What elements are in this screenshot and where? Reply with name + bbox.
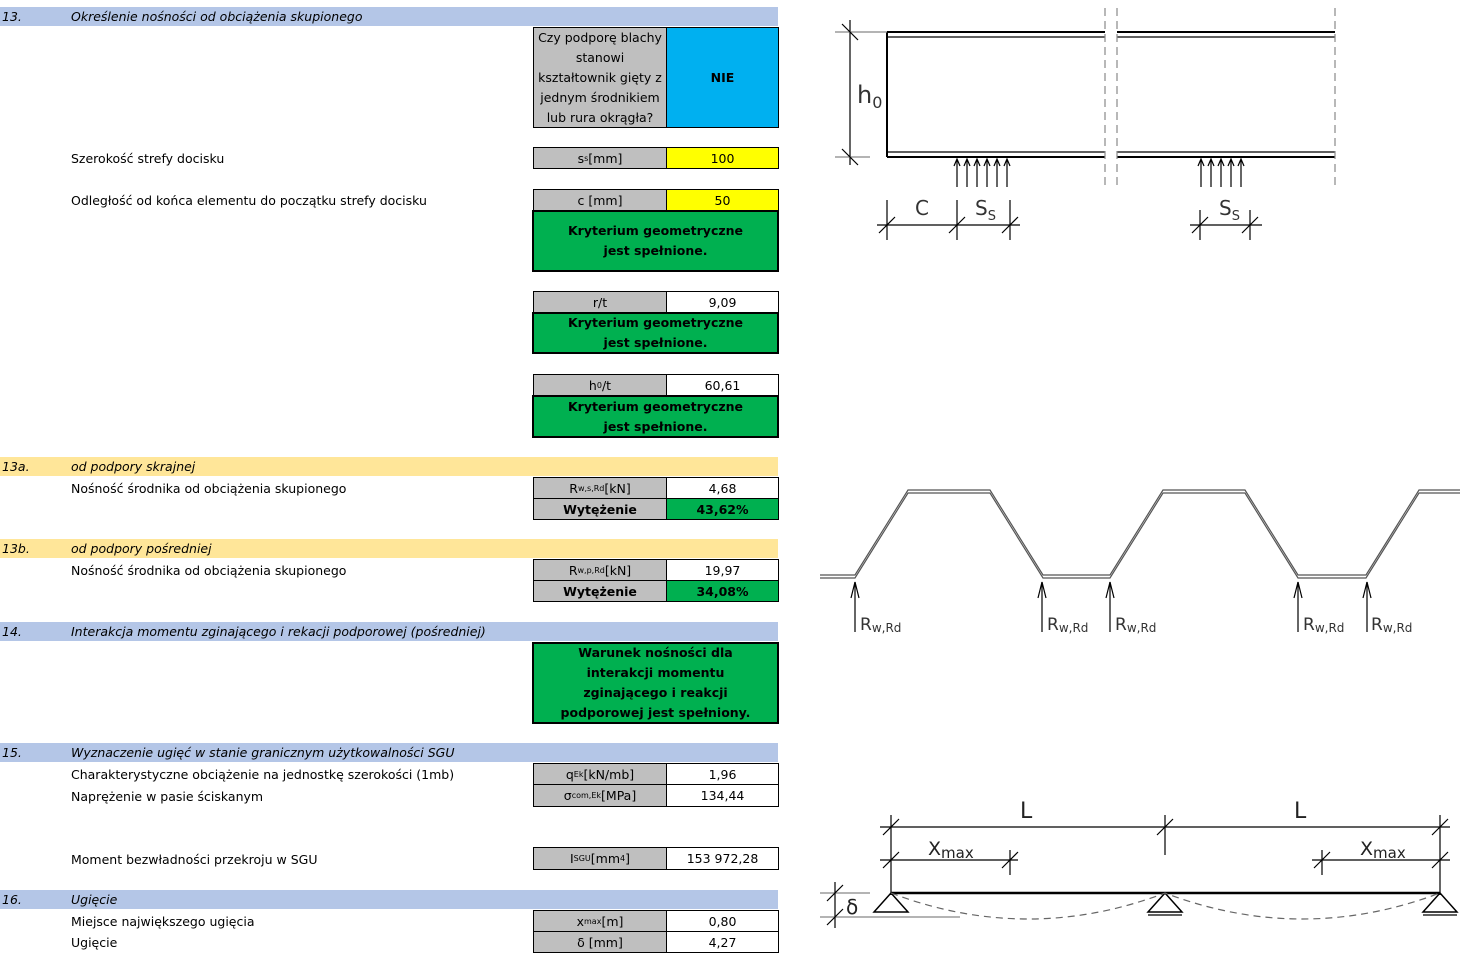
section-15-header: 15.Wyznaczenie ugięć w stanie granicznym… <box>0 743 778 762</box>
svg-text:SS: SS <box>1219 196 1240 224</box>
svg-text:Rw,Rd: Rw,Rd <box>1371 615 1412 635</box>
isgu-label: Moment bezwładności przekroju w SGU <box>71 852 318 867</box>
beam-deflection-diagram: L L Xmax Xmax δ <box>820 799 1459 928</box>
xmax-label: Miejsce największego ugięcia <box>71 914 255 929</box>
c-label: Odległość od końca elementu do początku … <box>71 193 427 208</box>
svg-text:Rw,Rd: Rw,Rd <box>860 615 901 635</box>
svg-text:δ: δ <box>846 895 858 919</box>
ss-input[interactable]: 100 <box>666 147 779 169</box>
isgu-value: 153 972,28 <box>666 847 779 870</box>
rwsrd-value: 4,68 <box>666 477 779 499</box>
deflection-cell: δ [mm] <box>533 931 667 953</box>
support-question-cell: Czy podporę blachy stanowi kształtownik … <box>533 27 667 128</box>
section-13a-header: 13a.od podpory skrajnej <box>0 457 778 476</box>
ht-value: 60,61 <box>666 374 779 396</box>
criterion-1-status: Kryterium geometryczne jest spełnione. <box>532 210 779 272</box>
rwprd-label: Nośność środnika od obciążenia skupioneg… <box>71 563 347 578</box>
svg-text:L: L <box>1294 799 1307 824</box>
interaction-status: Warunek nośności dla interakcji momentu … <box>532 642 779 724</box>
svg-text:SS: SS <box>975 196 996 224</box>
util-label: Wytężenie <box>533 580 667 602</box>
ss-label: Szerokość strefy docisku <box>71 151 225 166</box>
svg-text:C: C <box>915 196 929 220</box>
section-13-header: 13. Określenie nośności od obciążenia sku… <box>0 7 778 26</box>
c-input[interactable]: 50 <box>666 189 779 211</box>
sigma-value: 134,44 <box>666 784 779 807</box>
qek-label: Charakterystyczne obciążenie na jednostk… <box>71 767 455 782</box>
section-14-header: 14.Interakcja momentu zginającego i reka… <box>0 622 778 641</box>
svg-text:Rw,Rd: Rw,Rd <box>1115 615 1156 635</box>
criterion-3-status: Kryterium geometryczne jest spełnione. <box>532 395 779 438</box>
bearing-diagram: h0 C SS SS <box>835 8 1336 240</box>
svg-text:h0: h0 <box>857 81 882 112</box>
util-value: 43,62% <box>666 498 779 520</box>
section-title: Określenie nośności od obciążenia skupio… <box>71 9 363 24</box>
sigma-label: Naprężenie w pasie ściskanym <box>71 789 264 804</box>
deflection-label: Ugięcie <box>71 935 118 950</box>
deflection-value: 4,27 <box>666 931 779 953</box>
svg-text:Xmax: Xmax <box>928 838 974 862</box>
support-answer-select[interactable]: NIE <box>666 27 779 128</box>
rwsrd-label: Nośność środnika od obciążenia skupioneg… <box>71 481 347 496</box>
criterion-2-status: Kryterium geometryczne jest spełnione. <box>532 312 779 354</box>
svg-text:Rw,Rd: Rw,Rd <box>1047 615 1088 635</box>
xmax-value: 0,80 <box>666 910 779 932</box>
svg-text:Xmax: Xmax <box>1360 838 1406 862</box>
svg-text:Rw,Rd: Rw,Rd <box>1303 615 1344 635</box>
section-16-header: 16.Ugięcie <box>0 890 778 909</box>
util-value: 34,08% <box>666 580 779 602</box>
trapezoidal-profile-diagram: Rw,Rd Rw,Rd Rw,Rd Rw,Rd Rw,Rd <box>820 489 1460 635</box>
section-number: 13. <box>2 9 22 24</box>
section-13b-header: 13b.od podpory pośredniej <box>0 539 778 558</box>
svg-text:L: L <box>1020 799 1033 824</box>
util-label: Wytężenie <box>533 498 667 520</box>
rwprd-value: 19,97 <box>666 559 779 581</box>
